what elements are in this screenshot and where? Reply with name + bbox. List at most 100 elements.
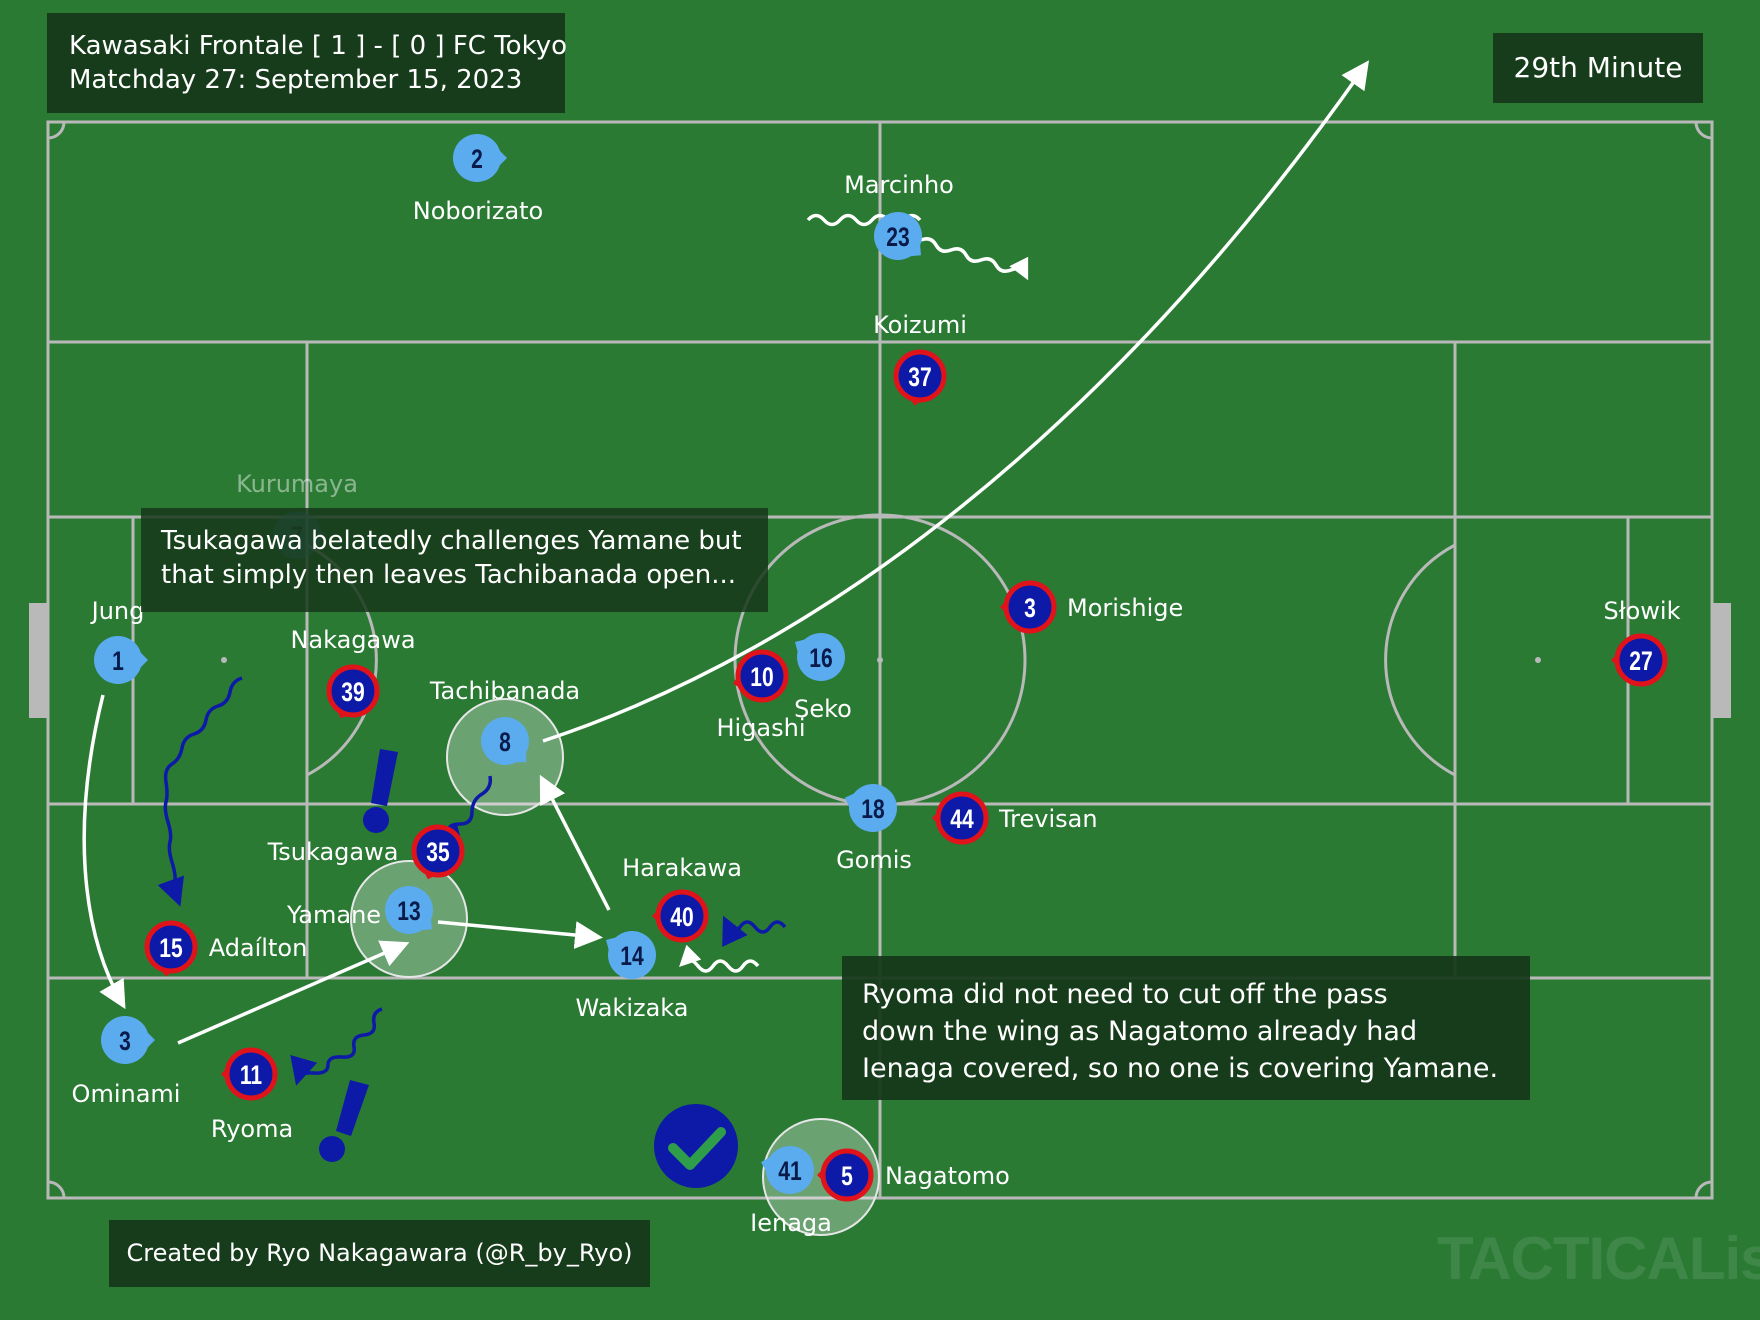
player-disc xyxy=(385,886,433,934)
player-name: Higashi xyxy=(716,714,805,742)
player-disc xyxy=(1003,580,1057,634)
check-mark-tick xyxy=(668,1127,726,1170)
player-name: Ryoma xyxy=(211,1115,293,1143)
player-disc xyxy=(144,920,198,974)
long-pass-arrow xyxy=(542,60,1370,743)
player-name: Noborizato xyxy=(413,197,544,225)
player-number: 8 xyxy=(499,728,511,758)
match-score-line: Kawasaki Frontale [ 1 ] - [ 0 ] FC Tokyo xyxy=(69,31,567,61)
credit-box: Created by Ryo Nakagawara (@R_by_Ryo) xyxy=(109,1220,650,1287)
run-marcinho-2 xyxy=(920,237,1029,281)
run-wakizaka xyxy=(679,944,760,973)
player-name: Kurumaya xyxy=(236,470,358,498)
player-number: 3 xyxy=(1024,594,1036,624)
exclamation-icon-dot-1 xyxy=(363,807,389,833)
direction-pointer xyxy=(140,652,148,668)
player-disc xyxy=(874,212,922,260)
brand-watermark: TACTICALista xyxy=(1437,1225,1760,1292)
player-disc xyxy=(101,1016,149,1064)
match-date-line: Matchday 27: September 15, 2023 xyxy=(69,65,523,95)
pass-yamane-to-wakizaka xyxy=(437,920,603,949)
player-name: Gomis xyxy=(836,846,912,874)
player-name: Nakagawa xyxy=(290,626,415,654)
pass-wakizaka-to-tachibanada xyxy=(539,774,611,911)
player-name: Trevisan xyxy=(998,805,1098,833)
player-number: 39 xyxy=(341,678,364,708)
player-number: 18 xyxy=(861,795,884,825)
player-name: Marcinho xyxy=(844,171,954,199)
player-number: 3 xyxy=(119,1027,131,1057)
corner-arc-tl xyxy=(47,121,66,140)
player-name: Seko xyxy=(794,695,852,723)
right-goal xyxy=(1712,603,1731,718)
player-disc xyxy=(608,931,656,979)
player-disc xyxy=(94,636,142,684)
check-mark-circle xyxy=(654,1104,738,1188)
player-marker-kawasaki-marcinho: 23 Marcinho xyxy=(844,171,954,260)
center-spot xyxy=(877,657,883,663)
player-disc xyxy=(326,664,380,718)
player-disc xyxy=(1614,633,1668,687)
check-mark-icon xyxy=(654,1104,738,1188)
player-name: Ienaga xyxy=(750,1209,832,1237)
right-penalty-spot xyxy=(1535,657,1541,663)
corner-arc-br xyxy=(1694,1180,1713,1199)
exclamation-icon xyxy=(319,1080,369,1162)
player-number: 27 xyxy=(1629,647,1652,677)
annotation-1-line-1: Tsukagawa belatedly challenges Yamane bu… xyxy=(161,526,742,556)
player-marker-tokyo-slowik: 27 Słowik xyxy=(1604,597,1681,687)
pass-ominami-to-yamane xyxy=(177,940,410,1045)
player-disc xyxy=(893,349,947,403)
player-name: Harakawa xyxy=(622,854,742,882)
player-disc xyxy=(849,784,897,832)
player-number: 41 xyxy=(778,1157,801,1187)
player-disc xyxy=(655,889,709,943)
player-disc xyxy=(797,633,845,681)
player-name: Yamane xyxy=(286,901,381,929)
player-number: 16 xyxy=(809,644,832,674)
player-number: 44 xyxy=(950,805,974,835)
player-number: 5 xyxy=(841,1162,853,1192)
player-disc xyxy=(453,134,501,182)
corner-arc-tr xyxy=(1694,121,1713,140)
annotation-2-line-3: Ienaga covered, so no one is covering Ya… xyxy=(862,1053,1499,1084)
player-name: Koizumi xyxy=(873,311,967,339)
player-name: Tsukagawa xyxy=(267,838,399,866)
player-disc xyxy=(224,1047,278,1101)
player-number: 14 xyxy=(620,942,644,972)
left-goal xyxy=(29,603,48,718)
annotation-2-line-2: down the wing as Nagatomo already had xyxy=(862,1016,1418,1047)
player-name: Ominami xyxy=(72,1080,181,1108)
annotation-2-line-1: Ryoma did not need to cut off the pass xyxy=(862,979,1388,1010)
player-disc xyxy=(735,649,789,703)
left-penalty-spot xyxy=(221,657,227,663)
player-marker-tokyo-nakagawa: 39 Nakagawa xyxy=(290,626,416,719)
player-number: 15 xyxy=(159,934,182,964)
player-name: Tachibanada xyxy=(429,677,580,705)
minute-badge: 29th Minute xyxy=(1493,33,1703,103)
player-number: 23 xyxy=(886,223,909,253)
pitch-spots xyxy=(29,603,1731,718)
annotation-tsukagawa: Tsukagawa belatedly challenges Yamane bu… xyxy=(141,508,768,612)
player-name: Słowik xyxy=(1604,597,1681,625)
run-ryoma xyxy=(290,1007,383,1086)
corner-arc-bl xyxy=(47,1180,66,1199)
player-number: 1 xyxy=(112,647,124,677)
player-marker-tokyo-trevisan: 44 Trevisan xyxy=(932,791,1098,845)
exclamation-icon xyxy=(363,749,398,833)
